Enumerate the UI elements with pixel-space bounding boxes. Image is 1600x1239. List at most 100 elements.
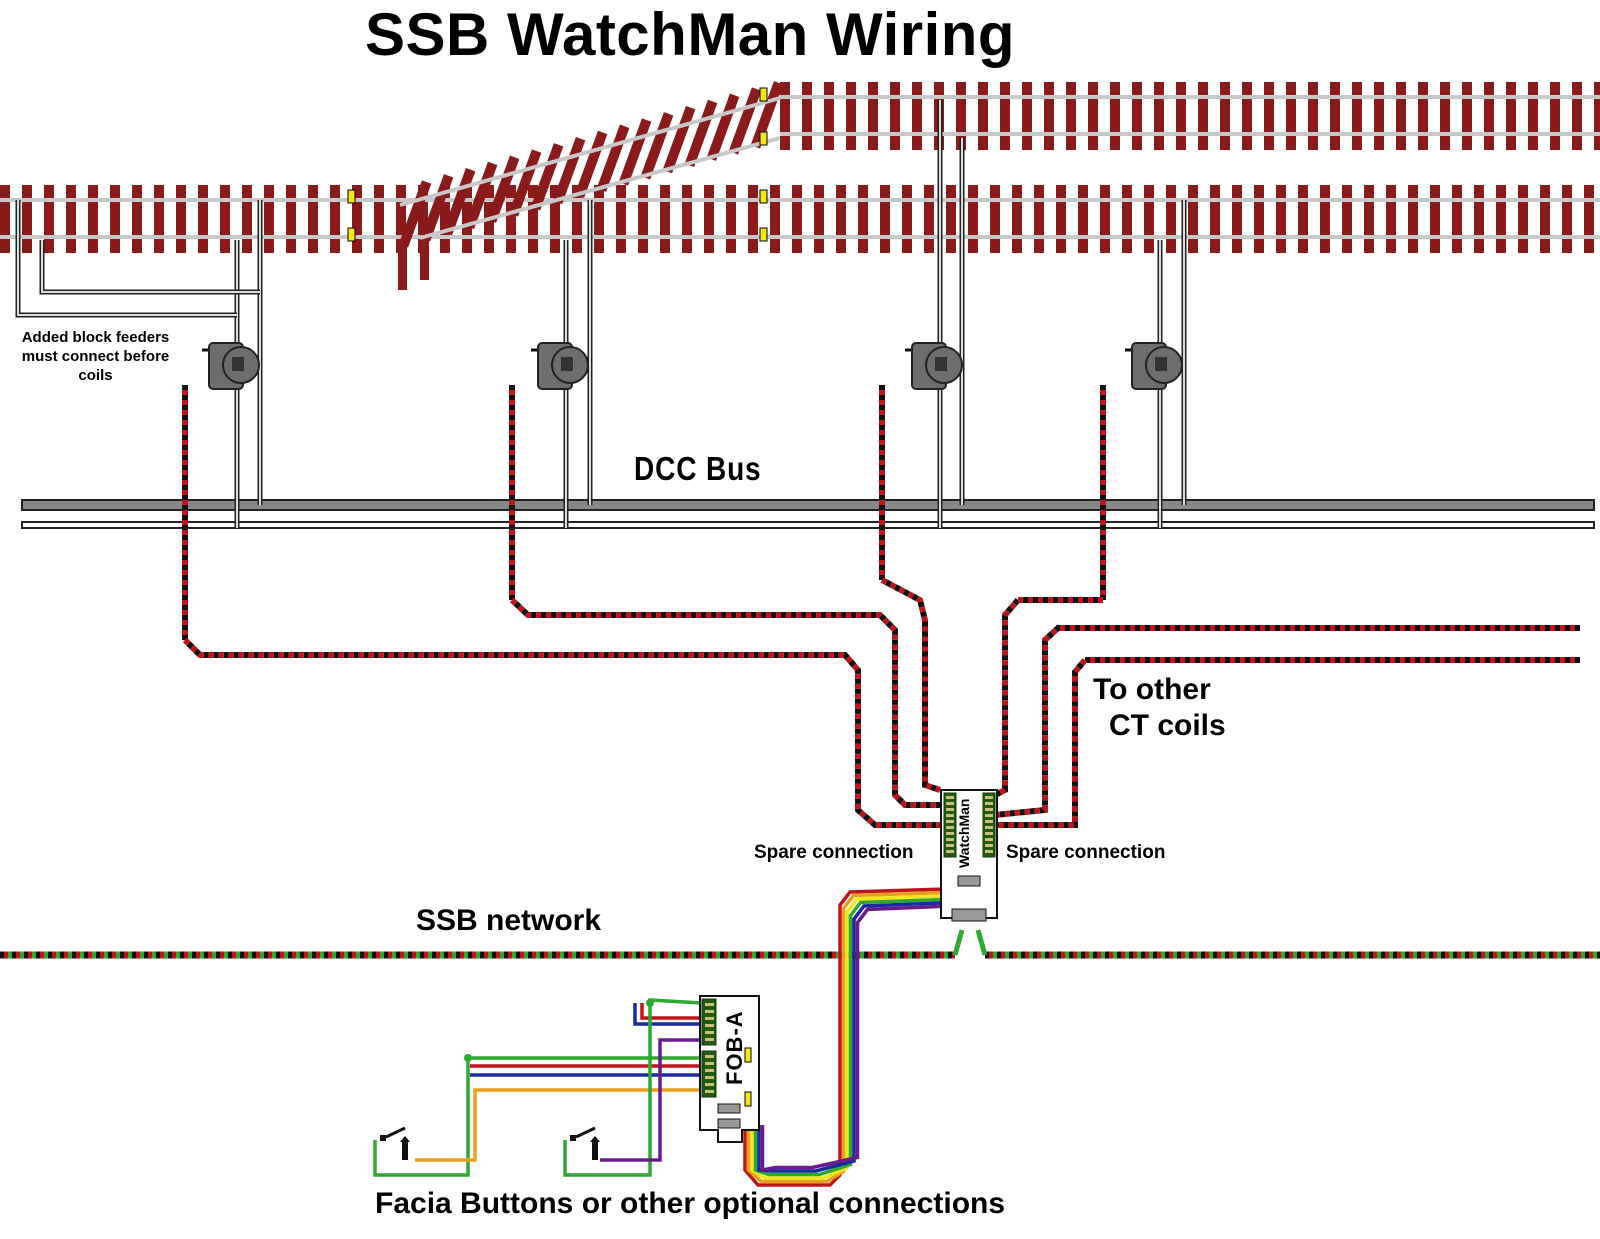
sleeper <box>154 185 164 253</box>
sleeper <box>1088 82 1098 150</box>
sleeper <box>1562 185 1572 253</box>
sleeper <box>704 185 714 253</box>
sleeper <box>264 185 274 253</box>
current-transformer-coil-3 <box>905 342 963 390</box>
dcc-bus-label: DCC Bus <box>634 450 762 487</box>
insulated-joiner <box>759 189 768 204</box>
watchman-module-label: WatchMan <box>956 798 972 868</box>
sleeper <box>1188 185 1198 253</box>
sleeper <box>1408 185 1418 253</box>
sleeper <box>1012 185 1022 253</box>
sleeper <box>550 185 560 253</box>
sleeper <box>902 185 912 253</box>
insulated-joiner <box>759 87 768 102</box>
sleeper <box>396 185 406 253</box>
button-stem <box>592 1142 598 1160</box>
fob-wire <box>633 1003 702 1026</box>
sleeper <box>1198 82 1208 150</box>
button-2-wire <box>563 1005 652 1177</box>
current-transformer-coil-4 <box>1125 342 1183 390</box>
sleeper <box>352 185 362 253</box>
fob-wire <box>658 1038 702 1045</box>
sleeper <box>1286 82 1296 150</box>
ct-pair-4-b <box>993 385 1106 798</box>
sleeper <box>286 185 296 253</box>
fob-wire <box>648 998 703 1005</box>
terminal <box>985 808 993 811</box>
button-contact <box>570 1135 576 1141</box>
facia-button-2 <box>570 1126 600 1160</box>
fob-wire <box>640 1003 702 1020</box>
ct-pair-2 <box>509 385 940 808</box>
coil-hole <box>1155 357 1167 371</box>
sleeper <box>1430 185 1440 253</box>
sleeper <box>418 185 428 253</box>
sleeper <box>1452 185 1462 253</box>
spare-connection-left-label: Spare connection <box>754 842 914 863</box>
sleeper <box>1044 82 1054 150</box>
sleeper <box>1352 82 1362 150</box>
sleeper <box>638 185 648 253</box>
main-track <box>0 185 1600 253</box>
sleeper <box>946 185 956 253</box>
rail <box>780 132 1600 136</box>
sleeper <box>1572 82 1582 150</box>
terminal <box>985 814 993 817</box>
insulated-joiner <box>347 189 356 204</box>
current-transformer-coil-2 <box>531 342 589 390</box>
insulated-joiner <box>759 227 768 242</box>
sleeper <box>308 185 318 253</box>
device-layer <box>202 342 1183 1160</box>
terminal <box>946 838 954 841</box>
sleeper <box>770 185 780 253</box>
terminal <box>705 1017 714 1020</box>
sleeper <box>88 185 98 253</box>
ct-pair-3-b <box>879 385 941 793</box>
insulated-joiner <box>759 131 768 146</box>
sleeper <box>1144 185 1154 253</box>
terminal <box>946 832 954 835</box>
sleeper <box>1386 185 1396 253</box>
sleeper <box>1264 82 1274 150</box>
terminal <box>946 820 954 823</box>
fob-module <box>699 995 760 1143</box>
terminal <box>985 826 993 829</box>
terminal <box>985 802 993 805</box>
wire-layer <box>0 100 1600 1187</box>
sleeper <box>726 185 736 253</box>
sleeper <box>1594 82 1600 150</box>
button-arrow <box>400 1136 410 1142</box>
sleeper <box>1342 185 1352 253</box>
sleeper <box>176 185 186 253</box>
terminal <box>705 1069 714 1072</box>
terminal <box>705 1024 714 1027</box>
sleeper <box>528 185 538 253</box>
sleeper <box>66 185 76 253</box>
sleeper <box>22 185 32 253</box>
button-lever <box>575 1126 596 1139</box>
ct-pair-other-2 <box>995 657 1580 828</box>
button-2-wire <box>600 1045 662 1162</box>
sleeper <box>1474 185 1484 253</box>
sleeper <box>1100 185 1110 253</box>
junction-dot <box>646 999 654 1007</box>
terminal <box>985 796 993 799</box>
sleeper <box>1396 82 1406 150</box>
terminal <box>705 1031 714 1034</box>
terminal <box>946 814 954 817</box>
sleeper <box>956 82 966 150</box>
sleeper <box>1132 82 1142 150</box>
sleeper <box>330 185 340 253</box>
sleeper <box>198 185 208 253</box>
sleeper <box>858 185 868 253</box>
sleeper <box>1066 82 1076 150</box>
sleeper <box>440 185 450 253</box>
sleeper <box>1000 82 1010 150</box>
ribbon-wire <box>746 889 977 1184</box>
sleeper <box>1550 82 1560 150</box>
rail <box>0 198 1600 202</box>
coil-hole <box>935 357 947 371</box>
ribbon-wire <box>750 893 974 1180</box>
to-other-coils-label: To other CT coils <box>1093 672 1273 744</box>
